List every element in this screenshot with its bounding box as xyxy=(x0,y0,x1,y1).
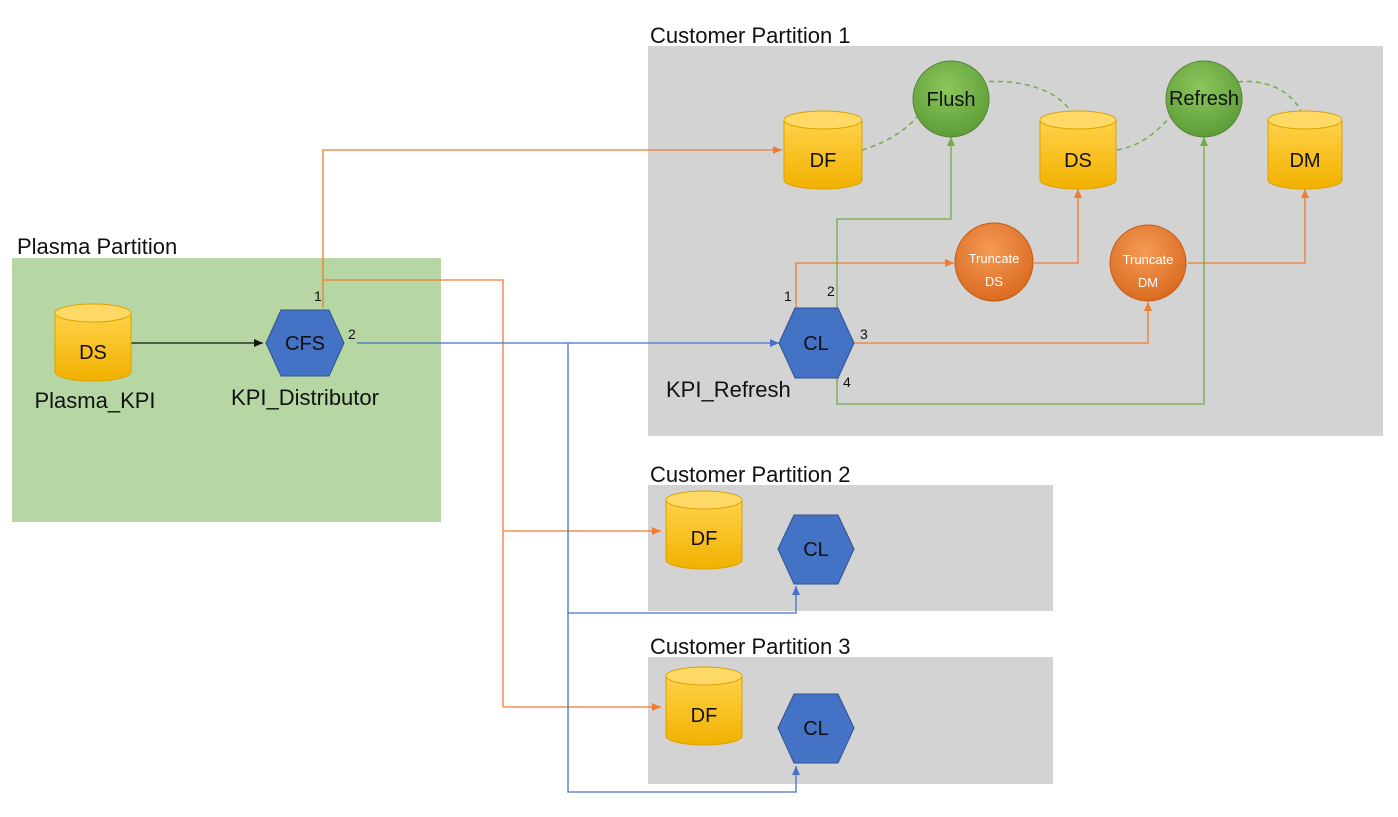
customer-partition-2-title: Customer Partition 2 xyxy=(650,462,851,487)
truncate-ds-line1: Truncate xyxy=(969,251,1020,266)
process-flush-label: Flush xyxy=(927,89,976,111)
datastore-cp1-ds-label: DS xyxy=(1064,150,1092,172)
hexagon-cp3-cl: CL xyxy=(777,693,855,764)
cfs-port-2: 2 xyxy=(348,326,356,342)
plasma-partition-title: Plasma Partition xyxy=(17,234,177,259)
connector-blue-branch-cp2 xyxy=(567,343,800,614)
kpi-refresh-caption: KPI_Refresh xyxy=(666,377,791,402)
datastore-plasma-ds-label: DS xyxy=(79,342,107,364)
connector-cfs-orange-branch xyxy=(323,279,504,707)
datastore-cp1-dm-label: DM xyxy=(1289,150,1320,172)
datastore-cp3-df: DF xyxy=(665,666,743,746)
hexagon-cfs-label: CFS xyxy=(285,333,325,355)
connector-cl-to-flush xyxy=(836,137,955,310)
cfs-port-1: 1 xyxy=(314,288,322,304)
plasma-partition-box xyxy=(12,258,441,522)
connector-truncate-ds-to-ds xyxy=(1034,189,1082,264)
connector-cfs-to-df-cp1 xyxy=(322,146,782,308)
connector-cl-to-truncate-dm xyxy=(853,302,1152,344)
connector-cl-to-truncate-ds xyxy=(795,259,954,310)
connector-blue-branch-cp3 xyxy=(567,613,800,793)
datastore-cp1-df: DF xyxy=(783,110,863,190)
cl-port-3: 3 xyxy=(860,326,868,342)
connector-truncate-dm-to-dm xyxy=(1188,189,1309,264)
process-flush: Flush xyxy=(912,60,990,138)
customer-partition-3-title: Customer Partition 3 xyxy=(650,634,851,659)
datastore-cp1-df-label: DF xyxy=(810,150,837,172)
customer-partition-1-title: Customer Partition 1 xyxy=(650,23,851,48)
truncate-dm-line1: Truncate xyxy=(1123,252,1174,267)
cl-port-1: 1 xyxy=(784,288,792,304)
hexagon-cp2-cl: CL xyxy=(777,514,855,585)
datastore-cp3-df-label: DF xyxy=(691,705,718,727)
hexagon-cp3-cl-label: CL xyxy=(803,718,829,740)
datastore-cp2-df-label: DF xyxy=(691,528,718,550)
datastore-cp1-dm: DM xyxy=(1267,110,1343,190)
dashed-link-refresh-dm xyxy=(1237,80,1306,125)
hexagon-cfs: CFS xyxy=(265,309,345,377)
hexagon-cp2-cl-label: CL xyxy=(803,539,829,561)
connector-cl-to-refresh xyxy=(836,137,1208,405)
truncate-dm-line2: DM xyxy=(1138,275,1158,290)
cl-port-4: 4 xyxy=(843,374,851,390)
datastore-cp2-df: DF xyxy=(665,490,743,570)
plasma-kpi-caption: Plasma_KPI xyxy=(34,388,155,413)
datastore-plasma-ds: DS xyxy=(54,303,132,382)
kpi-distributor-caption: KPI_Distributor xyxy=(231,385,379,410)
process-truncate-ds: Truncate DS xyxy=(954,222,1034,302)
process-refresh: Refresh xyxy=(1165,60,1243,138)
process-truncate-dm: Truncate DM xyxy=(1109,224,1187,302)
hexagon-cp1-cl-label: CL xyxy=(803,333,829,355)
datastore-cp1-ds: DS xyxy=(1039,110,1117,190)
cl-port-2: 2 xyxy=(827,283,835,299)
truncate-ds-line2: DS xyxy=(985,274,1003,289)
process-refresh-label: Refresh xyxy=(1169,88,1239,110)
hexagon-cp1-cl: CL xyxy=(778,307,855,379)
